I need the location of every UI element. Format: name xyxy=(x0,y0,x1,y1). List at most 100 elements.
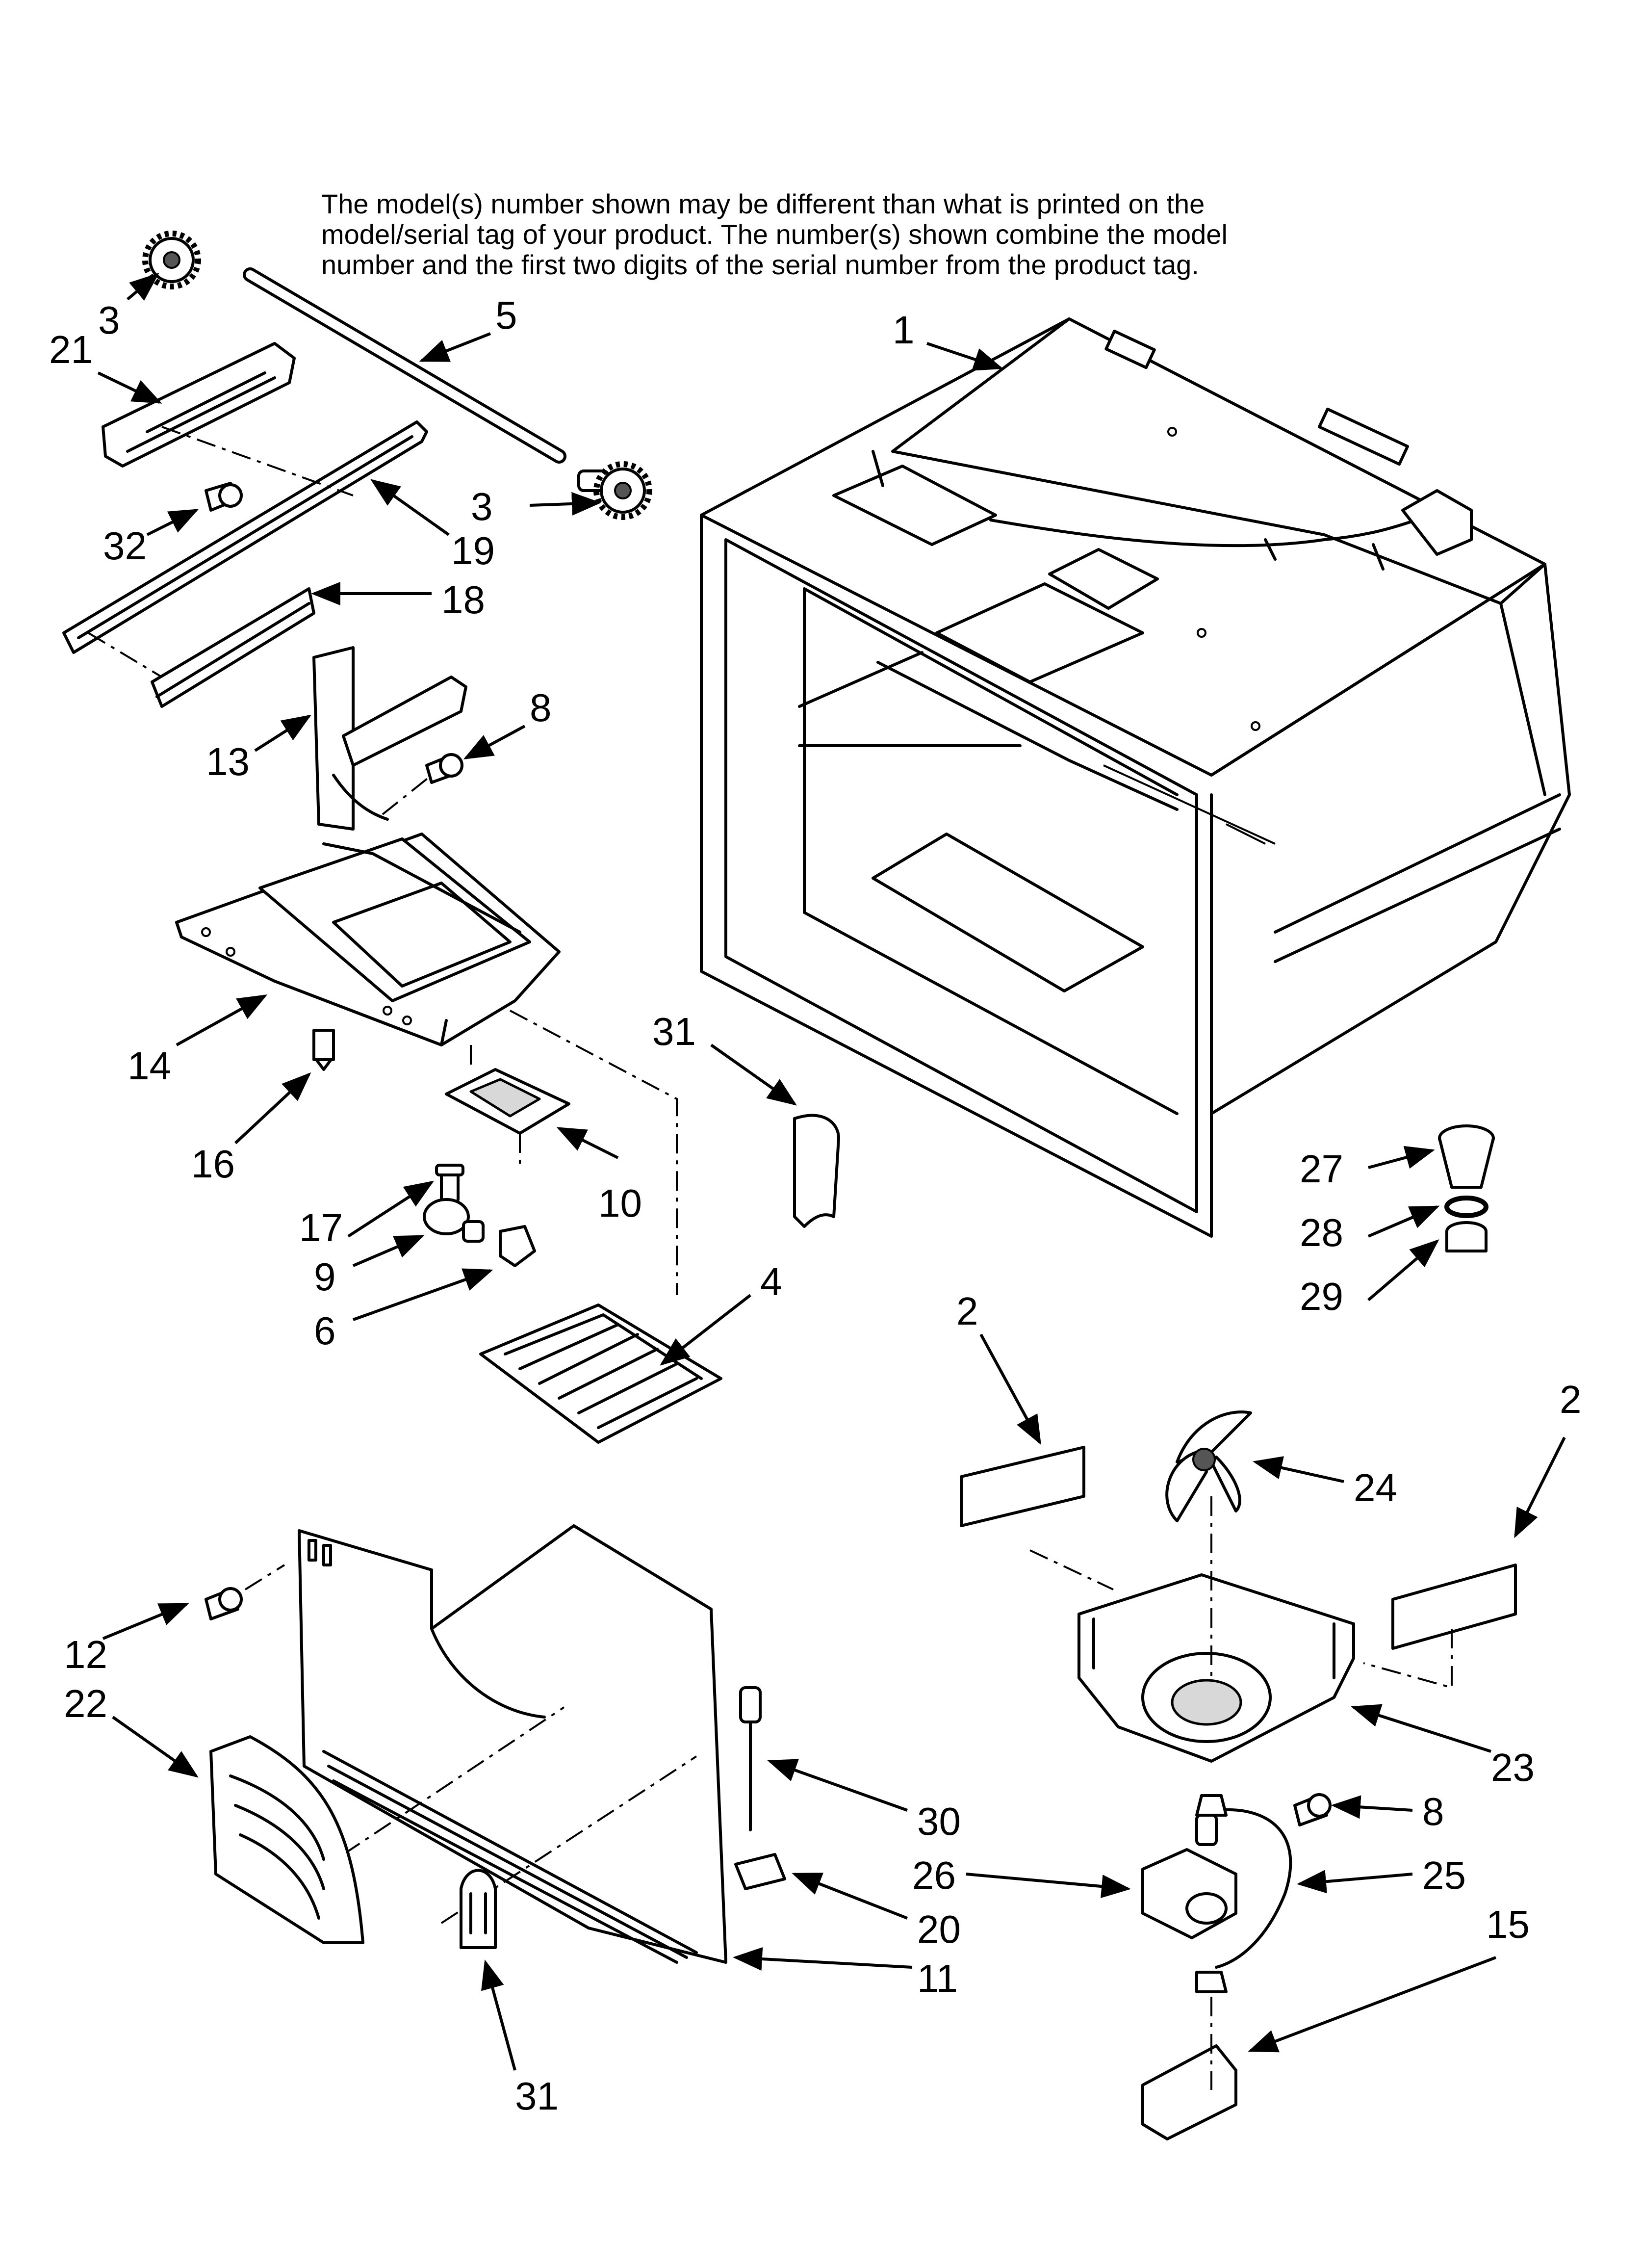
gear-part-top xyxy=(142,231,201,289)
arrow-8-upper xyxy=(463,725,526,759)
arrow-19 xyxy=(370,479,450,536)
callout-10: 10 xyxy=(598,1181,642,1225)
callout-3-top: 3 xyxy=(98,298,120,342)
drip-tray-part-4 xyxy=(479,1303,722,1444)
arrow-31-lower xyxy=(481,1959,516,2071)
callout-2-left: 2 xyxy=(956,1289,978,1333)
drain-cup-part-27 xyxy=(1438,1124,1495,1189)
arrow-4 xyxy=(660,1294,751,1366)
arrow-1 xyxy=(926,342,1003,371)
gear-part-right xyxy=(577,461,652,520)
grille-part-22 xyxy=(209,1735,364,1944)
insulation-pad-part-2-left xyxy=(960,1446,1085,1527)
arrow-12 xyxy=(102,1603,189,1640)
air-deflector-part-31-lower xyxy=(460,1869,497,1949)
callout-28: 28 xyxy=(1300,1211,1343,1254)
callout-17: 17 xyxy=(299,1206,343,1250)
callout-18: 18 xyxy=(441,578,485,622)
arrow-21 xyxy=(97,371,162,404)
callout-21: 21 xyxy=(49,328,93,371)
arrow-30 xyxy=(767,1759,908,1812)
callout-29: 29 xyxy=(1300,1275,1343,1318)
air-deflector-part-31-upper xyxy=(793,1114,840,1228)
light-housing-part-10 xyxy=(445,1010,678,1295)
clip-part-16 xyxy=(312,1029,335,1071)
arrow-17 xyxy=(347,1180,435,1238)
ring-part-28 xyxy=(1444,1196,1488,1218)
screw-part-12 xyxy=(205,1564,285,1620)
arrow-31-upper xyxy=(710,1043,797,1106)
callout-1: 1 xyxy=(893,308,915,352)
insulation-pad-part-2-right xyxy=(1363,1564,1517,1689)
callout-24: 24 xyxy=(1354,1466,1397,1510)
arrow-13 xyxy=(254,714,312,752)
callout-25: 25 xyxy=(1422,1853,1466,1897)
callout-20: 20 xyxy=(917,1907,961,1951)
arrow-26 xyxy=(966,1873,1131,1899)
note-line-1: The model(s) number shown may be differe… xyxy=(321,188,1205,219)
callout-31-upper: 31 xyxy=(652,1010,696,1053)
callout-16: 16 xyxy=(191,1142,235,1186)
arrow-16 xyxy=(234,1072,311,1145)
callout-23: 23 xyxy=(1491,1746,1535,1789)
arrow-11 xyxy=(733,1947,913,1971)
slide-rail-part-19 xyxy=(62,420,428,654)
callout-30: 30 xyxy=(917,1799,961,1843)
callout-22: 22 xyxy=(64,1682,107,1725)
callout-26: 26 xyxy=(912,1853,956,1897)
screw-part-17 xyxy=(435,1164,464,1203)
bracket-part-13 xyxy=(312,646,467,831)
callout-5: 5 xyxy=(495,293,517,337)
arrow-28 xyxy=(1367,1205,1440,1238)
arrow-2-left xyxy=(979,1333,1041,1445)
arrow-23 xyxy=(1351,1704,1491,1753)
arrow-5 xyxy=(419,332,491,362)
foam-strip-part-20 xyxy=(734,1853,786,1890)
callout-31-lower: 31 xyxy=(515,2074,559,2118)
callout-14: 14 xyxy=(128,1044,171,1088)
arrow-10 xyxy=(556,1127,619,1159)
fan-blade-part-24 xyxy=(1165,1410,1252,1522)
arrow-9 xyxy=(352,1235,425,1267)
arrow-14 xyxy=(176,994,268,1046)
arrow-32 xyxy=(146,509,199,536)
arrow-22 xyxy=(112,1716,199,1778)
evaporator-cover-part-11 xyxy=(298,1524,727,1964)
shaft-rod-part xyxy=(243,267,566,464)
bulb-part-9 xyxy=(423,1198,485,1243)
arrow-3-top xyxy=(127,273,159,301)
callout-12: 12 xyxy=(64,1633,107,1676)
arrow-15 xyxy=(1248,1956,1497,2053)
fan-shroud-part-23 xyxy=(1029,1496,1355,1763)
screw-part-8-upper xyxy=(382,753,463,815)
callout-8-upper: 8 xyxy=(530,686,552,730)
callout-32: 32 xyxy=(103,524,147,568)
screw-part-32 xyxy=(205,482,243,512)
cap-part-29 xyxy=(1445,1221,1488,1252)
callout-3-right: 3 xyxy=(471,485,493,528)
callout-6: 6 xyxy=(314,1309,336,1353)
arrow-8-lower xyxy=(1331,1795,1413,1819)
callout-9: 9 xyxy=(314,1255,336,1299)
callout-numbers: 1 2 2 3 3 4 5 6 8 8 9 10 11 12 13 14 15 … xyxy=(49,293,1582,2118)
arrow-3-right xyxy=(529,492,601,516)
arrow-2-right xyxy=(1514,1436,1566,1538)
rail-bracket-part-21 xyxy=(102,342,296,468)
fan-motor-part-26 xyxy=(1141,1814,1237,1939)
arrow-24 xyxy=(1253,1456,1344,1483)
callout-11: 11 xyxy=(917,1956,958,2000)
sensor-probe-part-30 xyxy=(739,1686,762,1831)
socket-part-6 xyxy=(499,1225,536,1267)
callout-2-right: 2 xyxy=(1560,1378,1582,1421)
note-line-2: model/serial tag of your product. The nu… xyxy=(321,219,1228,250)
callout-15: 15 xyxy=(1486,1903,1530,1946)
rail-cover-part-18 xyxy=(87,587,315,708)
callout-19: 19 xyxy=(451,529,495,573)
freezer-liner-part xyxy=(700,317,1571,1238)
leader-arrows xyxy=(97,273,1566,2071)
arrow-27 xyxy=(1368,1146,1435,1169)
callout-4: 4 xyxy=(760,1260,782,1303)
arrow-25 xyxy=(1297,1870,1413,1894)
model-number-note: The model(s) number shown may be differe… xyxy=(321,189,1302,280)
callout-13: 13 xyxy=(206,740,250,783)
